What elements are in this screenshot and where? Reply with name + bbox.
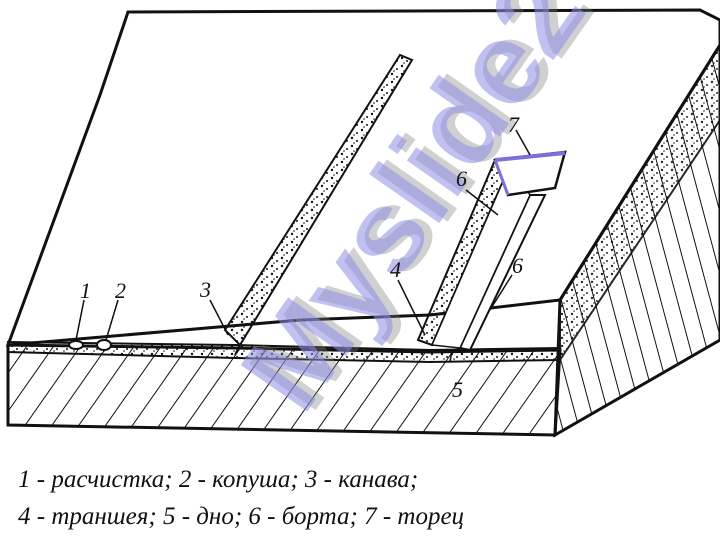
label-5: 5 [452, 377, 463, 402]
end-face-highlight [494, 151, 566, 162]
caption-line-1: 1 - расчистка; 2 - копуша; 3 - канава; [18, 466, 419, 493]
exploration-workings-diagram: Myslide24 Myslide24 1 2 3 4 5 6 6 7 [5, 0, 720, 438]
clearing-mark [68, 340, 84, 350]
soil-layer-side [559, 43, 720, 364]
label-6b: 6 [512, 253, 523, 278]
label-7: 7 [508, 112, 520, 137]
pit-kopusha [96, 339, 112, 351]
label-3: 3 [199, 277, 211, 302]
ground-surface [5, 8, 720, 347]
label-6a: 6 [456, 166, 467, 191]
caption-line-2: 4 - траншея; 5 - дно; 6 - борта; 7 - тор… [18, 503, 465, 530]
ditch-kanava [223, 53, 414, 347]
ditch-edge [234, 344, 241, 356]
label-4: 4 [390, 257, 401, 282]
label-2: 2 [115, 278, 126, 303]
label-1: 1 [80, 278, 91, 303]
trench-bottom [430, 163, 531, 349]
